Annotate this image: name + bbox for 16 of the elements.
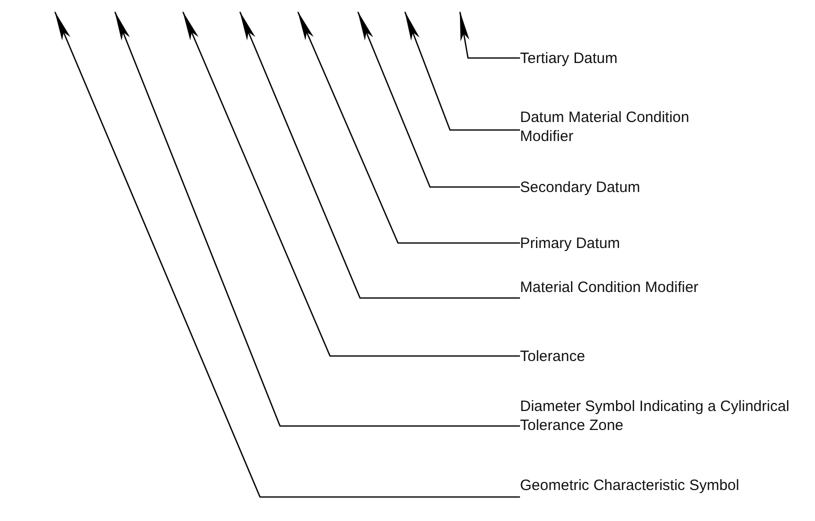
leader-line (114, 11, 520, 427)
callout-label: Material Condition Modifier (520, 278, 740, 297)
leader-line (239, 11, 520, 299)
callout-label: Secondary Datum (520, 178, 720, 197)
leader-line (357, 11, 520, 188)
leader-line (182, 11, 520, 357)
callout-label: Geometric Characteristic Symbol (520, 476, 780, 495)
leader-line (459, 11, 520, 59)
callout-label: Tertiary Datum (520, 49, 720, 68)
leader-line (297, 11, 520, 244)
callout-label: Primary Datum (520, 234, 720, 253)
callout-label: Tolerance (520, 347, 720, 366)
leader-line (404, 11, 520, 131)
leader-line (54, 11, 520, 498)
callout-label: Datum Material Condition Modifier (520, 108, 740, 146)
callout-label: Diameter Symbol Indicating a Cylindrical Tolerance Zone (520, 397, 810, 435)
